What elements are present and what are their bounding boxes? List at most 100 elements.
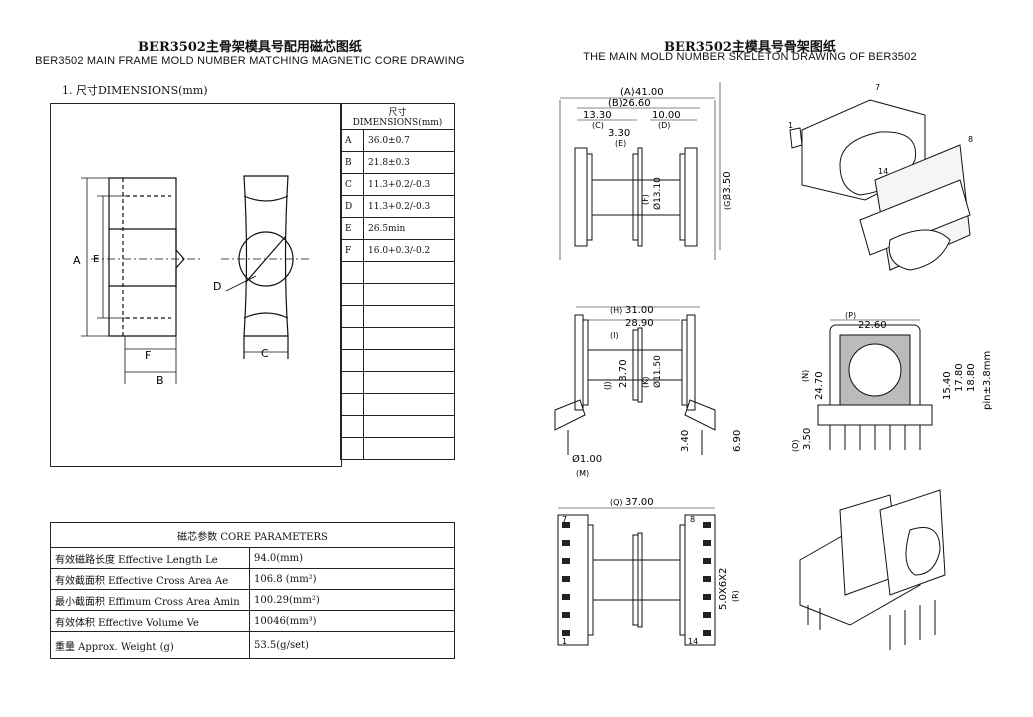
dim-label-d: D [213, 280, 221, 293]
dim-d: 10.00 [652, 110, 681, 121]
table-row [340, 371, 455, 394]
table-row [340, 327, 455, 350]
dim-o: 3.50 [802, 428, 813, 450]
dim-label-c: C [261, 347, 269, 360]
dim-n: Ø1.00 [572, 453, 602, 465]
dim-key: F [340, 239, 364, 262]
dim-r2: 17.80 [954, 363, 965, 392]
param-label: 重量 Approx. Weight (g) [50, 631, 250, 659]
dim-n-front-tag: (N) [801, 370, 810, 382]
param-label: 有效体积 Effective Volume Ve [50, 610, 250, 632]
dim-o-tag: (O) [791, 439, 800, 452]
dim-f: Ø13.10 [652, 177, 663, 210]
dim-r3: 18.80 [966, 363, 977, 392]
dim-label-b: B [156, 374, 164, 387]
dim-j-tag: (J) [603, 381, 612, 390]
pin-label-1: 1 [562, 637, 567, 646]
iso-pin-14: 14 [878, 167, 888, 176]
dim-i-tag: (I) [610, 331, 619, 340]
param-value: 106.8 (mm²) [249, 568, 455, 590]
dim-label-e: E [93, 254, 99, 265]
dim-n-tag: (M) [576, 469, 589, 478]
right-title-cn: BER3502主模具号骨架图纸 [664, 40, 836, 55]
dim-value: 11.3+0.2/-0.3 [363, 173, 455, 196]
dim-value: 36.0±0.7 [363, 129, 455, 152]
bobbin-drawings: (A) 41.00 (B) 26.60 13.30 (C) 10.00 (D) … [554, 82, 993, 650]
table-row: 重量 Approx. Weight (g)53.5(g/set) [50, 631, 455, 659]
core-params-header: 磁芯参数 CORE PARAMETERS [50, 522, 455, 548]
table-row [340, 393, 455, 416]
dim-e: 3.30 [608, 128, 630, 139]
param-value: 10046(mm³) [249, 610, 455, 632]
dim-p-tag: (P) [845, 311, 856, 320]
dim-f-tag: (F) [641, 194, 650, 205]
left-title-cn: BER3502主骨架模具号配用磁芯图纸 [138, 40, 362, 55]
dim-pin: pin±3.8mm [982, 351, 993, 410]
pin-label-7: 7 [562, 515, 567, 524]
dim-a-tag: (A) [620, 87, 635, 98]
dim-d-tag: (D) [658, 121, 670, 130]
dim-q: 37.00 [625, 497, 654, 508]
dim-e-tag: (E) [615, 139, 626, 148]
dim-header-en: DIMENSIONS(mm) [352, 118, 443, 128]
iso-pin-1: 1 [788, 121, 793, 130]
dim-key: A [340, 129, 364, 152]
pin-label-14: 14 [688, 637, 698, 646]
dim-label-a: A [73, 254, 81, 267]
dim-k: Ø11.50 [652, 355, 663, 388]
dim-r-tag: (R) [731, 590, 740, 602]
dim-header: 尺寸 DIMENSIONS(mm) [340, 103, 455, 130]
core-drawing-frame: A E F B C D [50, 103, 342, 467]
dim-a: 41.00 [635, 87, 664, 98]
dim-value: 16.0+0.3/-0.2 [363, 239, 455, 262]
table-row [340, 283, 455, 306]
table-row [340, 349, 455, 372]
dim-b: 26.60 [622, 98, 651, 109]
dim-key: C [340, 173, 364, 196]
iso-pin-7: 7 [875, 83, 880, 92]
table-row [340, 437, 455, 460]
dim-key: B [340, 151, 364, 174]
dim-key: D [340, 195, 364, 218]
table-row [340, 415, 455, 438]
dim-h: 31.00 [625, 305, 654, 316]
dim-value: 26.5min [363, 217, 455, 240]
param-label: 最小截面积 Effimum Cross Area Amin [50, 589, 250, 611]
dim-label-f: F [145, 349, 151, 362]
dim-value: 21.8±0.3 [363, 151, 455, 174]
dim-g: 33.50 [722, 171, 733, 200]
dim-p: 22.60 [858, 320, 887, 331]
dim-b-tag: (B) [608, 98, 623, 109]
dim-n-front: 24.70 [814, 371, 825, 400]
dim-r1: 15.40 [942, 371, 953, 400]
param-value: 53.5(g/set) [249, 631, 455, 659]
table-row [340, 261, 455, 284]
dim-g-tag: (G) [723, 198, 732, 210]
dim-l: 3.40 [680, 430, 691, 452]
dim-c: 13.30 [583, 110, 612, 121]
dim-h-tag: (H) [610, 306, 622, 315]
dim-k-tag: (K) [641, 377, 650, 389]
core-parameters-table: 磁芯参数 CORE PARAMETERS 有效磁路长度 Effective Le… [50, 522, 455, 659]
dim-m: 6.90 [732, 430, 743, 452]
param-value: 100.29(mm²) [249, 589, 455, 611]
core-drawing: A E F B C D [73, 175, 311, 387]
dim-q-tag: (Q) [610, 498, 623, 507]
param-label: 有效截面积 Effective Cross Area Ae [50, 568, 250, 590]
dim-value: 11.3+0.2/-0.3 [363, 195, 455, 218]
pin-label-8: 8 [690, 515, 695, 524]
dim-i: 28.90 [625, 318, 654, 329]
dim-header-cn: 尺寸 [388, 108, 407, 118]
dim-j: 23.70 [618, 359, 629, 388]
